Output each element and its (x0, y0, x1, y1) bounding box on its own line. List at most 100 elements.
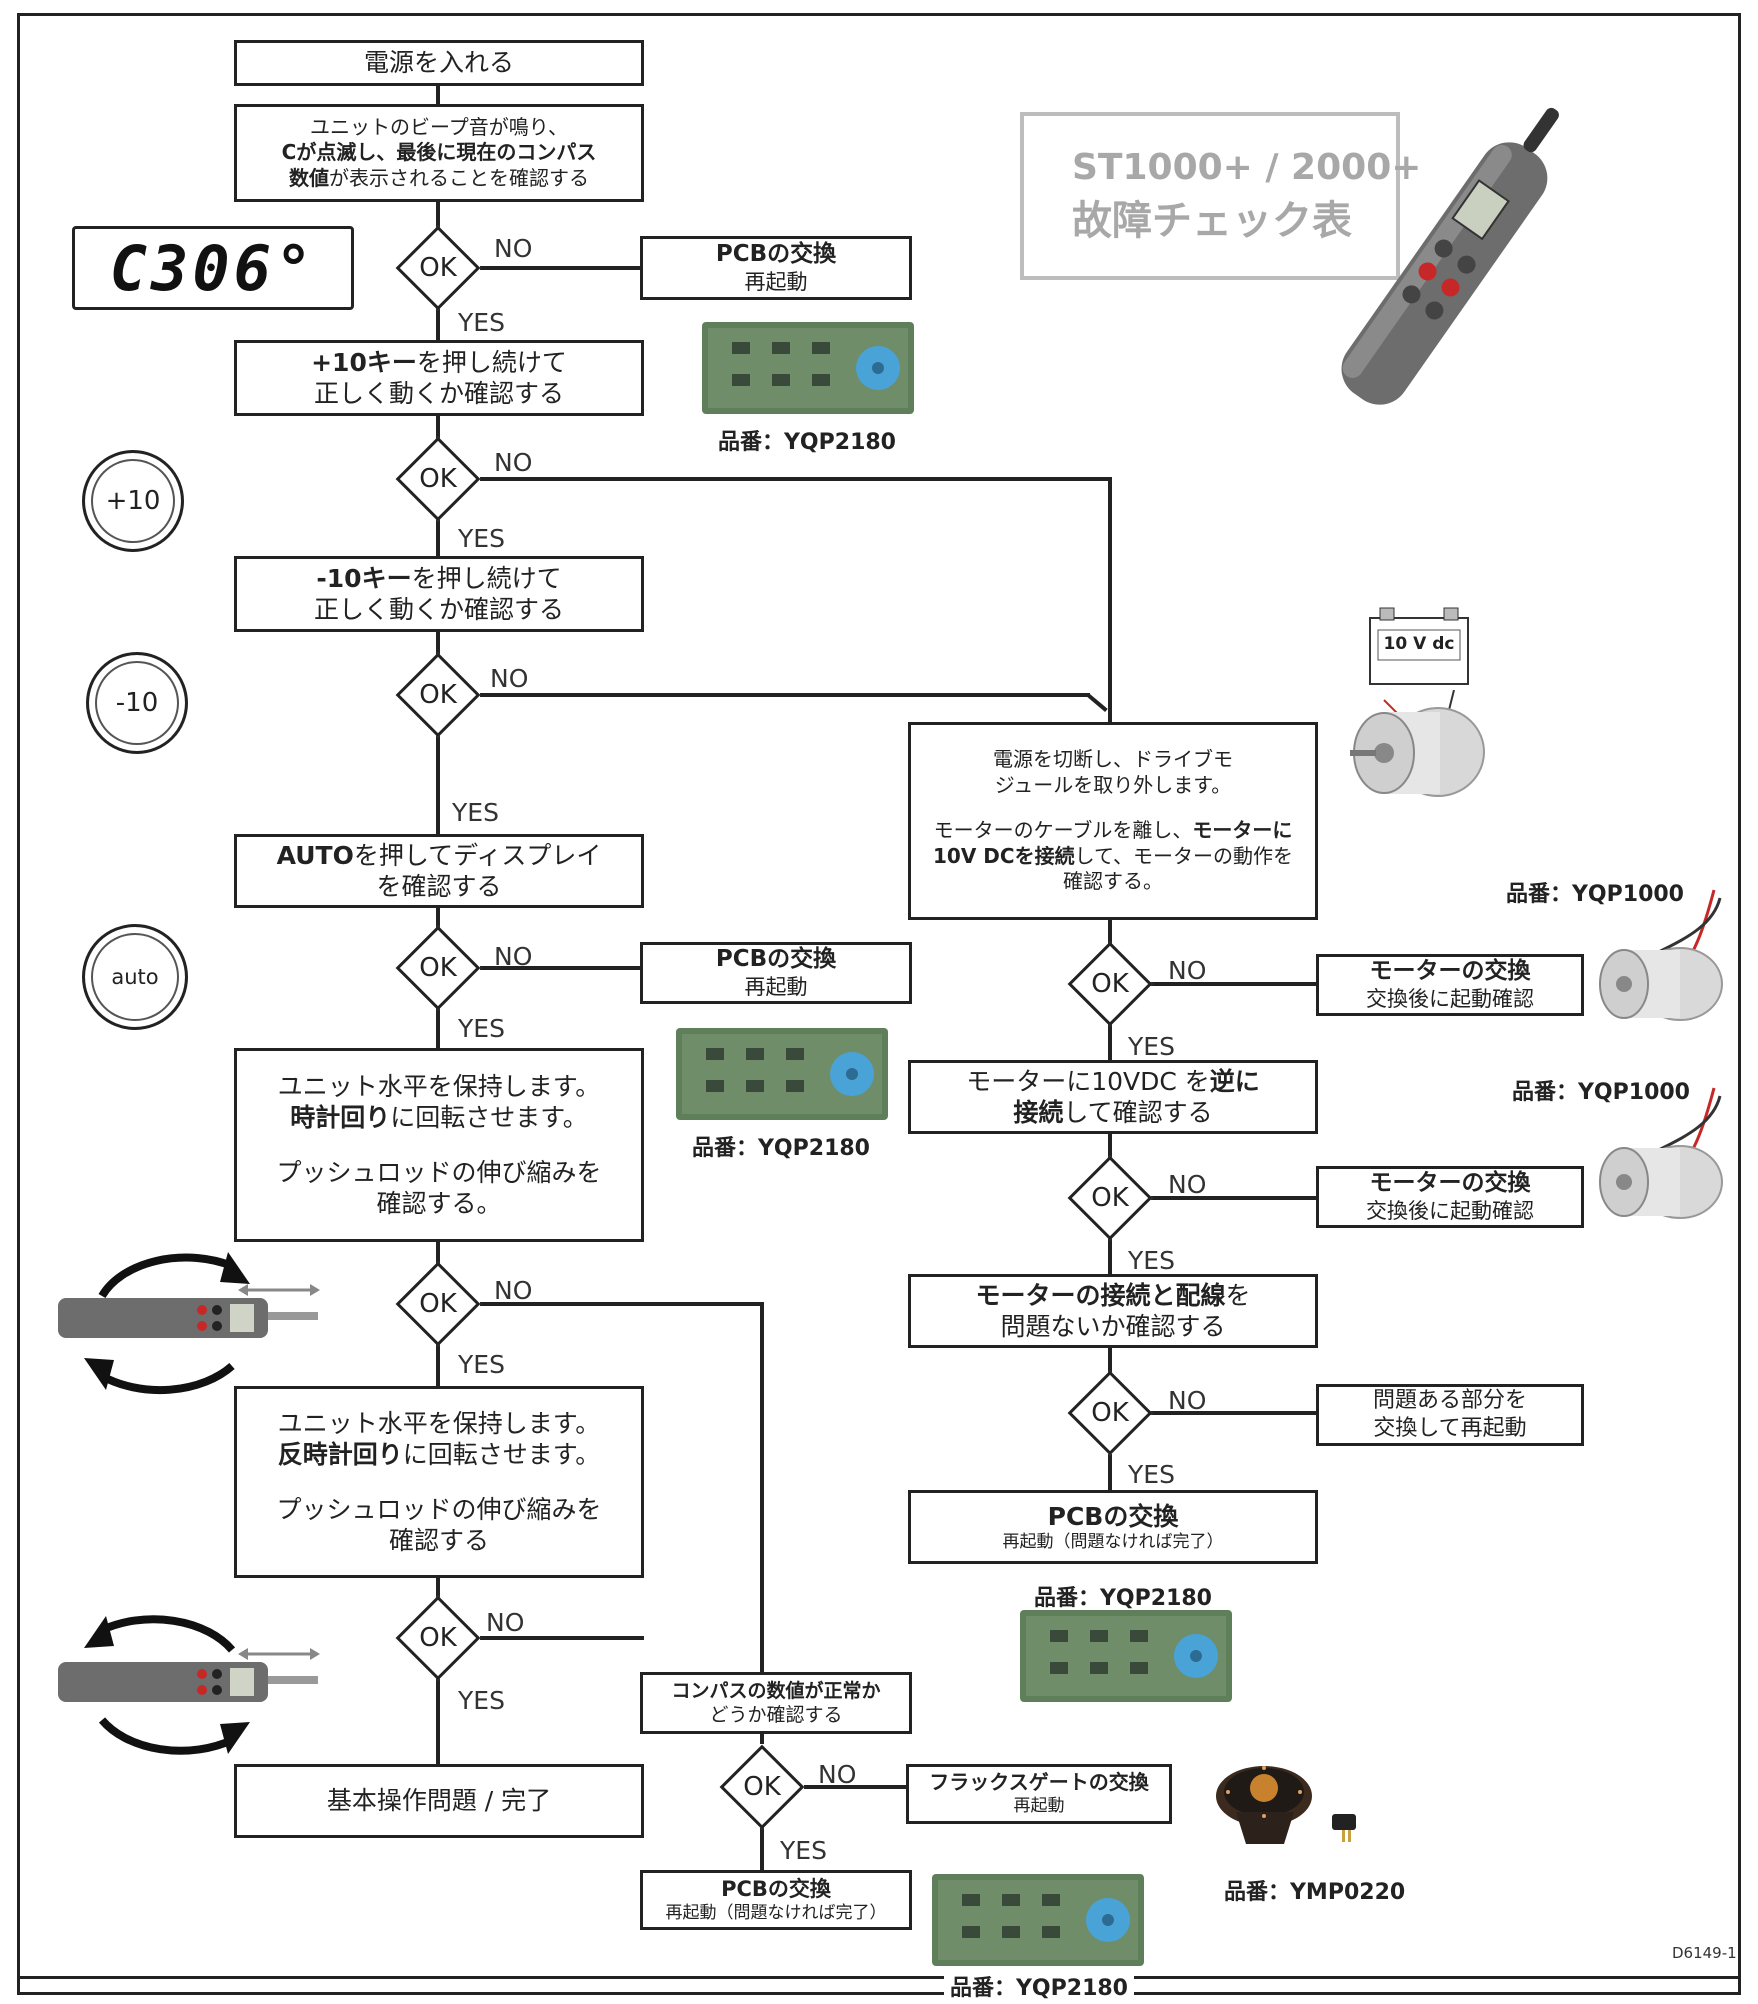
step-text-bold: 時計回り (290, 1102, 391, 1132)
yes-label: YES (452, 798, 499, 827)
replace-title: PCBの交換 (715, 240, 837, 267)
no-label: NO (818, 1760, 857, 1789)
step-text: プッシュロッドの伸び縮みを (276, 1158, 602, 1187)
decision-ok: OK (419, 680, 457, 710)
lcd-display: C306° (72, 226, 354, 310)
step-text: プッシュロッドの伸び縮みを (276, 1495, 602, 1524)
step-text: 正しく動くか確認する (313, 379, 564, 408)
part-number: 品番：YQP2180 (718, 430, 896, 455)
step-text: 正しく動くか確認する (313, 595, 564, 624)
pcb-board-image (702, 322, 914, 414)
step-text-line: モーターのケーブルを離し、モーターに (934, 818, 1293, 844)
title-box: ST1000+ / 2000+ 故障チェック表 (1020, 112, 1422, 280)
step-text: 問題ないか確認する (1000, 1312, 1226, 1341)
decision-diamond: OK (395, 1595, 481, 1681)
step-text: を確認する (376, 872, 502, 901)
step-text-line: +10キーを押し続けて (311, 347, 567, 378)
rotate-clockwise-image (52, 1226, 322, 1410)
part-number: 品番：YQP2180 (1034, 1586, 1212, 1611)
step-text: に回転させます。 (390, 1102, 588, 1132)
step-problem-part: 問題ある部分を 交換して再起動 (1316, 1384, 1584, 1446)
bottom-rule (20, 1976, 1738, 1979)
connector (436, 84, 440, 108)
decision-diamond: OK (1067, 1370, 1153, 1456)
step-text-line: -10キーを押し続けて (316, 563, 561, 594)
replace-motor-1: モーターの交換 交換後に起動確認 (1316, 954, 1584, 1016)
no-label: NO (490, 664, 529, 693)
no-label: NO (494, 234, 533, 263)
step-wiring-check: モーターの接続と配線を 問題ないか確認する (908, 1274, 1318, 1348)
step-text: を (1225, 1280, 1251, 1310)
yes-label: YES (458, 1014, 505, 1043)
step-text-bold: 反時計回り (277, 1439, 403, 1469)
step-plus10: +10キーを押し続けて 正しく動くか確認する (234, 340, 644, 416)
yes-label: YES (458, 1686, 505, 1715)
step-beep-check: ユニットのビープ音が鳴り、 Cが点滅し、最後に現在のコンパス 数値が表示されるこ… (234, 104, 644, 202)
step-text: ユニット水平を保持します。 (277, 1408, 601, 1438)
title-line-1: ST1000+ / 2000+ (1072, 146, 1422, 188)
step-minus10: -10キーを押し続けて 正しく動くか確認する (234, 556, 644, 632)
replace-title: フラックスゲートの交換 (929, 1770, 1149, 1795)
decision-ok: OK (1091, 969, 1129, 999)
step-text-bold: -10キー (316, 563, 412, 593)
step-text: モーターのケーブルを離し、 (933, 818, 1193, 843)
connector (480, 266, 642, 270)
connector (1108, 1454, 1112, 1494)
diagram-frame (17, 13, 1741, 1995)
decision-ok: OK (419, 1623, 457, 1653)
motor-image (1594, 1086, 1736, 1226)
step-compass-check: コンパスの数値が正常か どうか確認する (640, 1672, 912, 1734)
yes-label: YES (780, 1836, 827, 1865)
connector (480, 1302, 762, 1306)
replace-title: モーターの交換 (1369, 1169, 1531, 1196)
step-rotate-counterclockwise: ユニット水平を保持します。 反時計回りに回転させます。 プッシュロッドの伸び縮み… (234, 1386, 644, 1578)
replace-sub: 交換後に起動確認 (1366, 1199, 1534, 1224)
replace-sub: 再起動 (744, 270, 808, 295)
part-number: 品番：YQP1000 (1512, 1080, 1690, 1105)
step-text: して、モーターの動作を (1074, 843, 1293, 868)
decision-diamond: OK (395, 652, 481, 738)
replace-motor-2: モーターの交換 交換後に起動確認 (1316, 1166, 1584, 1228)
step-text-line: 反時計回りに回転させます。 (278, 1439, 601, 1470)
connector (804, 1785, 908, 1789)
step-text: ジュールを取り外します。 (994, 772, 1232, 797)
step-text: を押し続けて (416, 347, 567, 377)
replace-sub: 再起動 (744, 975, 808, 1000)
step-text-line: 数値が表示されることを確認する (289, 166, 589, 192)
battery-label: 10 V dc (1383, 634, 1455, 654)
part-number: 品番：YQP2180 (692, 1136, 870, 1161)
step-text: 電源を入れる (363, 48, 514, 78)
title-line-2: 故障チェック表 (1072, 197, 1352, 244)
step-text-bold: AUTO (276, 840, 354, 870)
battery-image: 10 V dc (1364, 604, 1474, 688)
replace-title: PCBの交換 (721, 1876, 831, 1901)
part-number: 品番：YMP0220 (1224, 1880, 1406, 1905)
replace-sub: 再起動 (1013, 1795, 1065, 1816)
step-text: が表示されることを確認する (329, 165, 589, 190)
decision-ok: OK (1091, 1183, 1129, 1213)
replace-pcb-2: PCBの交換 再起動 (640, 942, 912, 1004)
step-text-bold: 10V DCを接続 (933, 843, 1075, 868)
decision-ok: OK (419, 953, 457, 983)
pcb-board-image (932, 1874, 1144, 1966)
step-text-line: 10V DCを接続して、モーターの動作を (933, 844, 1293, 870)
yes-label: YES (1128, 1460, 1175, 1489)
decision-diamond: OK (719, 1744, 805, 1830)
decision-ok: OK (419, 464, 457, 494)
step-text-line: モーターに10VDC を逆に (966, 1066, 1260, 1097)
yes-label: YES (458, 1350, 505, 1379)
step-text-line: モーターの接続と配線を (975, 1280, 1250, 1311)
decision-diamond: OK (395, 436, 481, 522)
step-reverse-polarity: モーターに10VDC を逆に 接続して確認する (908, 1060, 1318, 1134)
connector (480, 1636, 644, 1640)
minus10-key: -10 (86, 652, 188, 754)
replace-pcb-final: PCBの交換 再起動（問題なければ完了） (640, 1870, 912, 1930)
decision-diamond: OK (395, 225, 481, 311)
connector (760, 1826, 764, 1876)
yes-label: YES (458, 524, 505, 553)
connector (480, 966, 642, 970)
step-text: ユニット水平を保持します。 (277, 1071, 601, 1101)
key-label: -10 (115, 688, 159, 718)
step-text: して確認する (1063, 1098, 1213, 1127)
connector (1108, 1238, 1112, 1278)
